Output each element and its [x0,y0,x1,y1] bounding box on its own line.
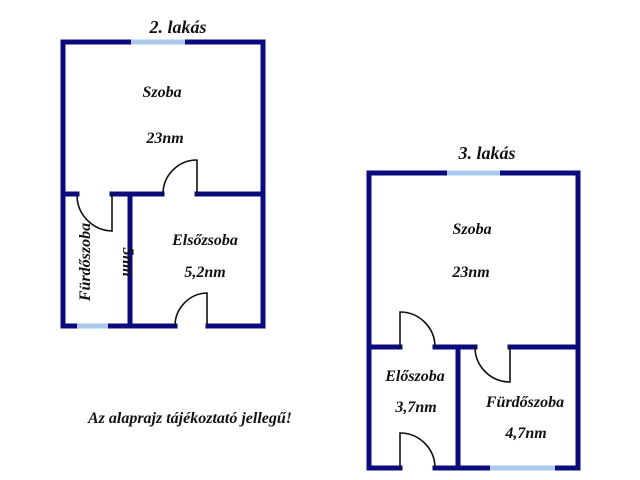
apartment-2-plan: 2. lakás Szoba 23nm Elsőzsoba 5,2nm Fürd… [60,17,266,329]
apartment-3-title: 3. lakás [457,143,515,163]
apartment-3-plan: 3. lakás Szoba 23nm Előszoba 3,7nm Fürdő… [366,143,581,471]
room-area: 3,7nm [394,399,436,416]
room-area: 23nm [145,130,183,147]
room-area: 5nm [119,247,136,276]
door [474,346,511,383]
door [174,292,208,327]
room-name: Fürdőszoba [77,223,94,302]
door [399,311,436,348]
room-name: Szoba [142,84,181,101]
room-area: 5,2nm [184,264,225,281]
room-area: 4,7nm [504,425,546,442]
door [76,194,113,232]
room-name: Fürdőszoba [485,394,564,411]
room-name: Szoba [452,221,491,238]
room-area: 23nm [451,264,489,281]
door [162,159,198,195]
disclaimer-note: Az alaprajz tájékoztató jellegű! [87,410,292,427]
room-name: Elsőzsoba [171,232,238,249]
apartment-2-title: 2. lakás [148,17,206,37]
walls [60,39,266,329]
room-name: Előszoba [384,368,445,385]
door [399,432,436,469]
